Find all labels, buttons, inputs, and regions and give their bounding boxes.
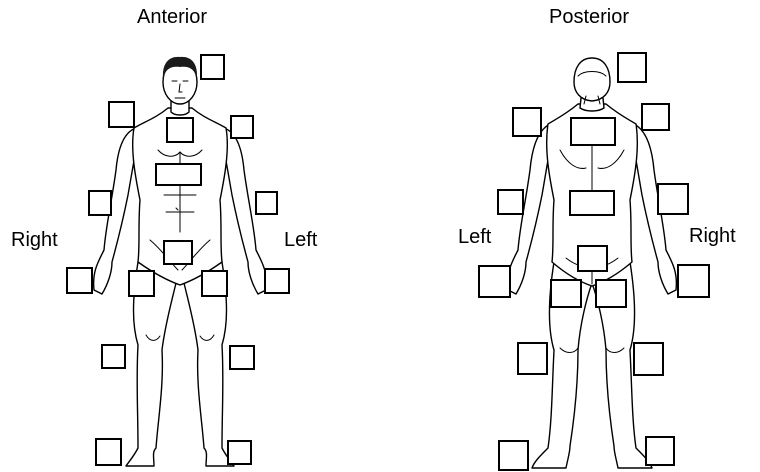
posterior-box-left-upper-arm[interactable]: [497, 189, 524, 215]
anterior-box-head-right[interactable]: [200, 54, 225, 80]
posterior-box-right-thigh[interactable]: [595, 279, 627, 308]
anterior-box-left-shoulder[interactable]: [230, 115, 254, 139]
posterior-box-head[interactable]: [617, 52, 647, 83]
anterior-box-left-foot[interactable]: [227, 440, 252, 465]
posterior-head: [574, 58, 610, 101]
posterior-box-right-shoulder[interactable]: [641, 103, 670, 131]
posterior-box-right-hand[interactable]: [677, 264, 710, 298]
posterior-box-left-shoulder[interactable]: [512, 107, 542, 137]
posterior-box-left-foot[interactable]: [498, 440, 529, 471]
posterior-box-left-hand[interactable]: [478, 265, 511, 298]
posterior-box-upper-back[interactable]: [570, 117, 616, 146]
posterior-box-right-upper-arm[interactable]: [657, 183, 689, 215]
anterior-box-right-shoulder[interactable]: [108, 101, 135, 128]
anterior-box-abdomen[interactable]: [155, 163, 202, 186]
posterior-box-left-lower-leg[interactable]: [517, 342, 548, 375]
anterior-box-right-lower-leg[interactable]: [101, 344, 126, 369]
posterior-box-buttocks[interactable]: [577, 245, 608, 272]
posterior-box-right-foot[interactable]: [645, 436, 675, 466]
anterior-box-right-thigh[interactable]: [128, 270, 155, 297]
anterior-box-right-upper-arm[interactable]: [88, 190, 112, 216]
anterior-box-groin[interactable]: [163, 240, 193, 265]
anterior-box-left-thigh[interactable]: [201, 270, 228, 297]
anterior-box-left-upper-arm[interactable]: [255, 191, 278, 215]
anterior-box-right-foot[interactable]: [95, 438, 122, 466]
posterior-box-right-lower-leg[interactable]: [633, 342, 664, 376]
anterior-box-right-hand[interactable]: [66, 267, 93, 294]
anterior-box-left-hand[interactable]: [264, 268, 290, 294]
posterior-box-left-thigh[interactable]: [550, 279, 582, 308]
posterior-box-lower-back[interactable]: [569, 190, 615, 216]
anterior-box-left-lower-leg[interactable]: [229, 345, 255, 370]
anterior-box-chest[interactable]: [166, 117, 194, 143]
